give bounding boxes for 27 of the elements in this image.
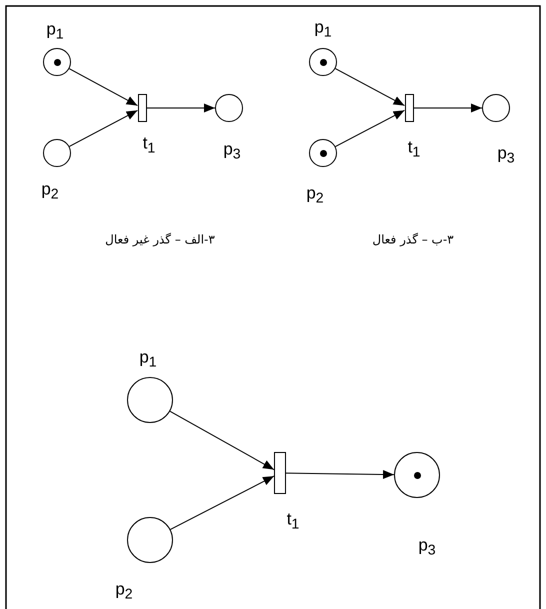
node-label: p$_{1}$ xyxy=(139,347,157,373)
token-dot xyxy=(320,150,326,156)
node-label: p$_{3}$ xyxy=(497,143,515,169)
token-dot xyxy=(320,58,326,66)
node-label: p$_{2}$ xyxy=(306,183,324,209)
arrow xyxy=(334,110,405,147)
arrow xyxy=(286,470,394,479)
panel-caption: ۳-الف – گذر غیر فعال xyxy=(105,232,215,248)
node-label: p$_{1}$ xyxy=(314,17,332,43)
arrow xyxy=(170,476,274,530)
node-label: t$_{1}$ xyxy=(408,137,420,163)
node-label: p$_{3}$ xyxy=(418,535,436,561)
node-label: p$_{3}$ xyxy=(223,139,241,165)
node-label: p$_{1}$ xyxy=(46,19,64,45)
arrow xyxy=(68,110,138,147)
node-label: t$_{1}$ xyxy=(142,133,156,159)
arrow xyxy=(334,68,405,106)
panel-caption: ۳-ب – گذر فعال xyxy=(372,232,454,248)
arrow xyxy=(170,410,274,470)
node-label: p$_{2}$ xyxy=(115,579,133,605)
token-dot xyxy=(54,58,60,66)
arrow xyxy=(146,104,216,112)
arrow xyxy=(413,104,482,112)
node-label: p$_{2}$ xyxy=(41,179,59,205)
token-dot xyxy=(414,472,420,478)
arrow xyxy=(68,68,138,106)
node-label: t$_{1}$ xyxy=(286,509,300,535)
